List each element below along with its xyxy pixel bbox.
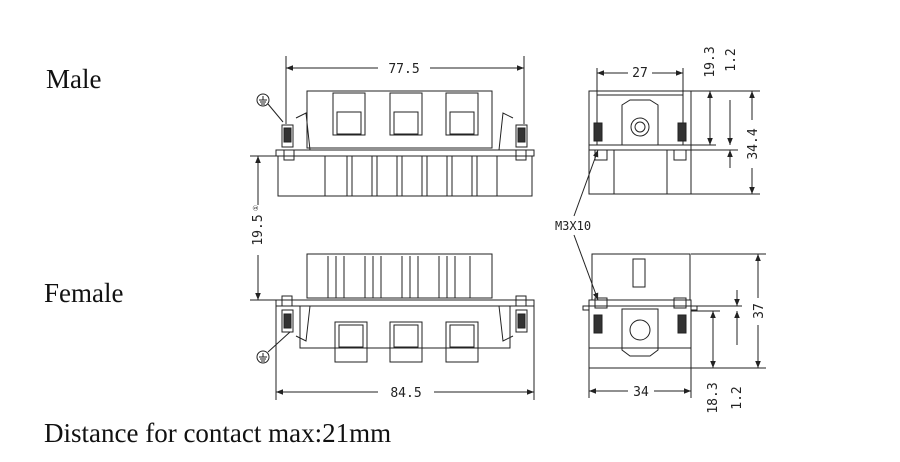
dim-female-width: 84.5 bbox=[390, 386, 421, 401]
dim-male-side-small: 1.2 bbox=[724, 48, 739, 71]
male-label: Male bbox=[46, 64, 102, 94]
female-label: Female bbox=[44, 278, 124, 308]
dim-male-width: 77.5 bbox=[388, 62, 419, 77]
dim-female-side-width: 34 bbox=[633, 385, 649, 400]
dim-female-side-height: 37 bbox=[752, 303, 767, 319]
dim-male-side-height: 34.4 bbox=[746, 128, 761, 159]
dim-height-between-note: ① bbox=[252, 205, 260, 211]
contact-distance-note: Distance for contact max:21mm bbox=[44, 418, 392, 448]
dim-female-side-bottom: 18.3 bbox=[706, 382, 721, 413]
dim-height-between: 19.5 bbox=[251, 214, 266, 245]
male-front-view bbox=[275, 90, 535, 197]
male-side-view bbox=[588, 90, 692, 195]
female-side-view bbox=[582, 253, 698, 369]
dim-male-side-top: 19.3 bbox=[703, 46, 718, 77]
screw-spec-label: M3X10 bbox=[555, 219, 591, 233]
ground-symbol-icon bbox=[256, 331, 291, 364]
ground-symbol-icon bbox=[256, 93, 284, 123]
dim-female-side-small: 1.2 bbox=[730, 386, 745, 409]
dim-male-side-width: 27 bbox=[632, 66, 648, 81]
female-front-view bbox=[275, 253, 535, 363]
